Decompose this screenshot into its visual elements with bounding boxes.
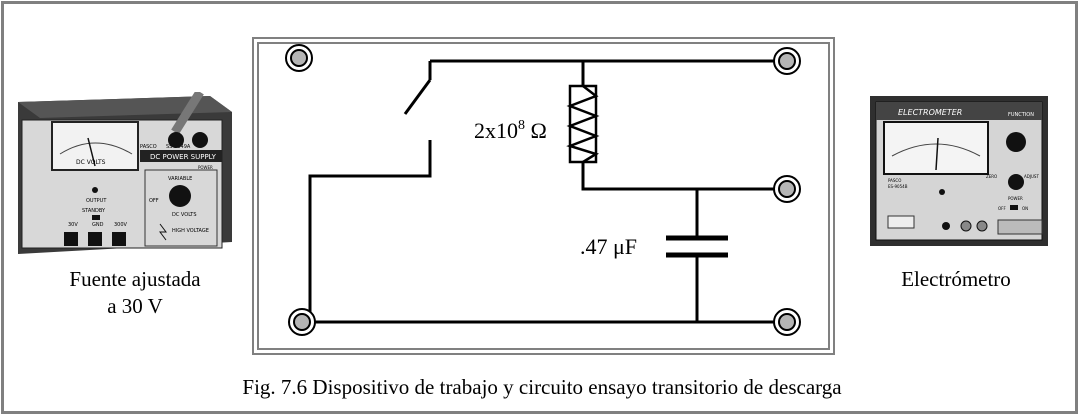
standby-label-text: STANDBY bbox=[82, 208, 106, 214]
terminal-bottom-left bbox=[288, 308, 316, 336]
resistor-exponent: 8 bbox=[518, 118, 525, 133]
high-voltage-text: HIGH VOLTAGE bbox=[172, 228, 209, 234]
electrometer-title-text: ELECTROMETER bbox=[898, 108, 962, 117]
brand-text: PASCO bbox=[140, 144, 157, 150]
power-supply-caption-line2: a 30 V bbox=[107, 294, 163, 318]
meter-units-text: DC VOLTS bbox=[76, 159, 106, 166]
resistor-zigzag bbox=[566, 85, 600, 164]
terminal-300v-text: 300V bbox=[114, 222, 128, 228]
zero-label-text: ZERO bbox=[986, 174, 997, 179]
resistor-unit: Ω bbox=[525, 118, 547, 143]
capacitor-label: .47 μF bbox=[580, 234, 637, 259]
electrometer-brand-text: PASCO bbox=[888, 178, 901, 183]
function-label-text: FUNCTION bbox=[1008, 112, 1034, 118]
circuit-board-inner-border bbox=[257, 42, 830, 350]
electrometer-on-label-text: ON bbox=[1022, 206, 1028, 211]
resistor-label: 2x108 Ω bbox=[474, 118, 547, 143]
power-label-text: POWER bbox=[198, 165, 213, 170]
dc-power-supply-image: DC VOLTS DC POWER SUPPLY PASCO SS-9049A … bbox=[18, 92, 232, 254]
knob-off-text: OFF bbox=[149, 198, 159, 204]
figure-caption: Fig. 7.6 Dispositivo de trabajo y circui… bbox=[242, 375, 842, 399]
circuit-board-outer-border bbox=[252, 37, 835, 355]
output-label-text: OUTPUT bbox=[86, 198, 107, 204]
electrometer-image: ELECTROMETER FUNCTION PASCO ES-9054B ZER… bbox=[870, 96, 1048, 246]
resistor-bottom-lead bbox=[581, 162, 787, 191]
terminal-gnd-text: GND bbox=[92, 222, 104, 228]
panel-title-text: DC POWER SUPPLY bbox=[150, 153, 217, 161]
electrometer-power-label-text: POWER bbox=[1008, 196, 1023, 201]
switch-lower-lead bbox=[308, 140, 432, 322]
electrometer-model-text: ES-9054B bbox=[888, 184, 908, 189]
adjust-label-text: ADJUST bbox=[1024, 174, 1039, 179]
terminal-top-left bbox=[285, 44, 313, 72]
terminal-30v-text: 30V bbox=[68, 222, 78, 228]
electrometer-off-label-text: OFF bbox=[998, 206, 1006, 211]
electrometer-caption: Electrómetro bbox=[901, 267, 1011, 291]
terminal-middle-right bbox=[773, 175, 801, 203]
power-supply-caption-line1: Fuente ajustada bbox=[69, 267, 201, 291]
knob-units-text: DC VOLTS bbox=[172, 212, 197, 218]
switch-blade bbox=[403, 79, 432, 115]
variable-label-text: VARIABLE bbox=[168, 176, 192, 182]
power-supply-caption: Fuente ajustada a 30 V bbox=[48, 266, 222, 320]
terminal-bottom-right bbox=[773, 308, 801, 336]
terminal-top-right bbox=[773, 47, 801, 75]
resistor-value: 2x10 bbox=[474, 118, 518, 143]
